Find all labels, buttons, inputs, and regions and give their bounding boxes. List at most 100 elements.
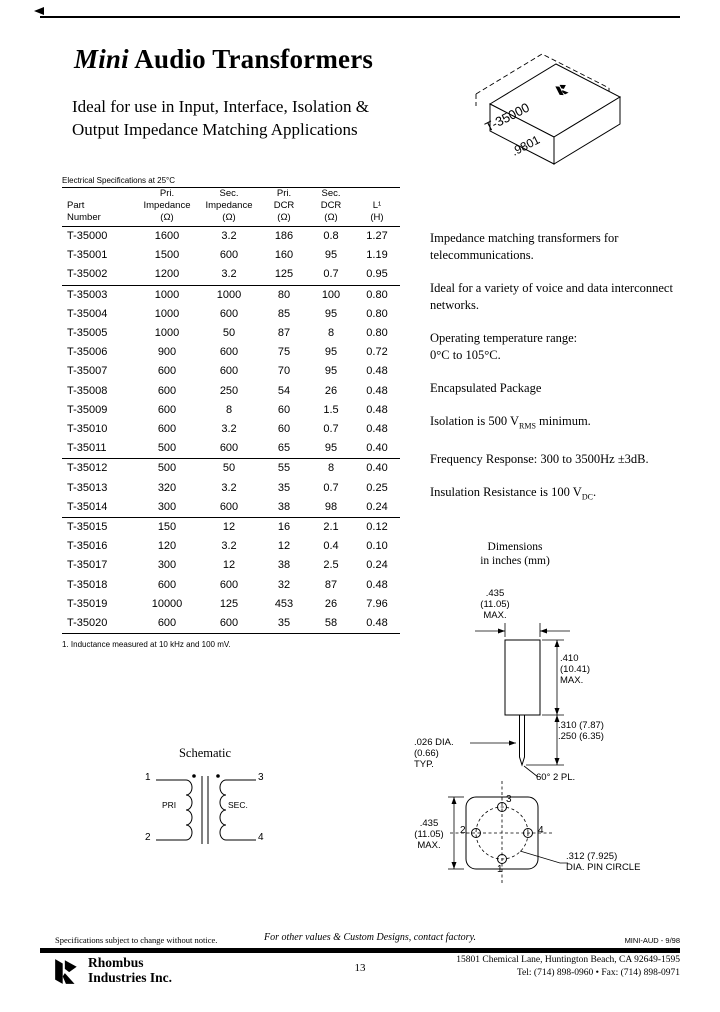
value-cell: 95 bbox=[324, 442, 338, 455]
value-cell: 500 bbox=[157, 442, 177, 455]
dim-line: .435 bbox=[419, 818, 439, 829]
dim-line: .312 (7.925) bbox=[566, 851, 618, 862]
value-cell: 600 bbox=[157, 384, 177, 397]
value-cell: 10000 bbox=[151, 597, 183, 610]
value-cell: 87 bbox=[277, 327, 291, 340]
table-footnote: 1. Inductance measured at 10 kHz and 100… bbox=[62, 640, 231, 649]
company-name-line2: Industries Inc. bbox=[88, 970, 173, 985]
footer-notice: Specifications subject to change without… bbox=[55, 935, 218, 945]
value-cell: 600 bbox=[219, 500, 239, 513]
dim-line: .410 bbox=[560, 653, 579, 664]
value-cell: 75 bbox=[277, 346, 291, 359]
header-cell: Number bbox=[67, 212, 101, 223]
company-name: Rhombus Industries Inc. bbox=[88, 955, 172, 985]
header-cell: Part bbox=[67, 200, 85, 211]
value-cell: 600 bbox=[219, 578, 239, 591]
value-cell: 600 bbox=[157, 365, 177, 378]
part-number-cell: T-35008 bbox=[67, 384, 108, 397]
value-cell: 12 bbox=[198, 517, 260, 538]
dim-line: (10.41) bbox=[560, 664, 591, 675]
value-cell: 1000 bbox=[136, 284, 198, 305]
value-cell: 3.2 bbox=[221, 423, 237, 436]
value-cell: 600 bbox=[157, 403, 177, 416]
page-corner-mark bbox=[34, 7, 44, 15]
dim-line: (11.05) bbox=[414, 829, 444, 840]
value-cell: 80 bbox=[260, 284, 308, 305]
dim-line: .310 (7.87) bbox=[558, 720, 604, 731]
header-cell: (Ω) bbox=[222, 212, 236, 223]
header-cell: (Ω) bbox=[277, 212, 291, 223]
dim-bevel: 60° 2 PL. bbox=[536, 772, 576, 783]
feature-paragraph: Insulation Resistance is 100 VDC. bbox=[430, 484, 597, 502]
dimensions-title-line2: in inches (mm) bbox=[480, 555, 550, 567]
bottom-view-pin2-label: 2 bbox=[460, 825, 466, 836]
footer-rule bbox=[40, 948, 680, 953]
part-number-cell: T-35004 bbox=[67, 307, 108, 320]
dim-pin-diameter: .026 DIA. (0.66) TYP. bbox=[414, 737, 470, 770]
value-cell: 1.19 bbox=[366, 249, 388, 262]
part-number-cell: T-35014 bbox=[67, 500, 108, 513]
bottom-view-pin3-label: 3 bbox=[506, 794, 512, 805]
value-cell: 0.48 bbox=[366, 365, 388, 378]
value-cell: 8 bbox=[225, 403, 233, 416]
value-cell: 0.48 bbox=[366, 423, 388, 436]
header-cell: Sec. bbox=[321, 188, 341, 199]
value-cell: 1.5 bbox=[323, 403, 339, 416]
value-cell: 8 bbox=[308, 458, 354, 479]
value-cell: 7.96 bbox=[366, 597, 388, 610]
part-number-cell: T-35005 bbox=[67, 327, 108, 340]
bottom-view-pin4-label: 4 bbox=[538, 825, 544, 836]
schematic-sec-label: SEC. bbox=[228, 800, 248, 810]
value-cell: 600 bbox=[157, 423, 177, 436]
value-cell: 95 bbox=[324, 307, 338, 320]
part-number-cell: T-35015 bbox=[62, 517, 136, 538]
part-number-cell: T-35002 bbox=[67, 268, 108, 281]
dim-line: MAX. bbox=[560, 675, 584, 686]
value-cell: 38 bbox=[277, 500, 291, 513]
value-cell: 2.5 bbox=[323, 559, 339, 572]
value-cell: 55 bbox=[260, 458, 308, 479]
schematic-pin4-label: 4 bbox=[258, 832, 264, 843]
value-cell: 600 bbox=[219, 249, 239, 262]
value-cell: 0.7 bbox=[323, 481, 339, 494]
value-cell: 1600 bbox=[154, 230, 180, 242]
spec-table-header: Pri. Sec. Pri. Sec. Part Impedance Imped… bbox=[62, 188, 400, 227]
features-list: Impedance matching transformers for tele… bbox=[430, 230, 696, 521]
dim-pin-length: .310 (7.87) .250 (6.35) bbox=[558, 720, 638, 742]
feature-paragraph: Frequency Response: 300 to 3500Hz ±3dB. bbox=[430, 451, 649, 466]
dim-line: .435 bbox=[485, 588, 505, 599]
value-cell: 600 bbox=[157, 617, 177, 630]
schematic-pin3-label: 3 bbox=[258, 772, 264, 783]
header-cell: (Ω) bbox=[160, 212, 174, 223]
value-cell: 0.24 bbox=[366, 500, 388, 513]
dim-bottom-width: .435 (11.05) MAX. bbox=[406, 818, 452, 851]
header-cell: Sec. bbox=[219, 188, 239, 199]
feature-paragraph: Isolation is 500 VRMS minimum. bbox=[430, 414, 591, 431]
value-cell: 85 bbox=[277, 307, 291, 320]
value-cell: 98 bbox=[324, 500, 338, 513]
value-cell: 38 bbox=[277, 559, 291, 572]
value-cell: 900 bbox=[157, 346, 177, 359]
dim-top-width: .435 (11.05) MAX. bbox=[455, 588, 535, 621]
value-cell: 100 bbox=[308, 284, 354, 305]
value-cell: 32 bbox=[277, 578, 291, 591]
dim-pin-circle: .312 (7.925) DIA. PIN CIRCLE bbox=[566, 851, 676, 873]
value-cell: 1000 bbox=[198, 284, 260, 305]
value-cell: 0.40 bbox=[354, 458, 400, 479]
company-address: 15801 Chemical Lane, Huntington Beach, C… bbox=[456, 955, 680, 965]
schematic-pin1-label: 1 bbox=[145, 772, 151, 783]
subtitle-line-1: Ideal for use in Input, Interface, Isola… bbox=[72, 97, 369, 116]
value-cell: 453 bbox=[274, 597, 294, 610]
part-number-cell: T-35020 bbox=[67, 617, 108, 630]
dimensions-title-line1: Dimensions bbox=[487, 541, 543, 553]
